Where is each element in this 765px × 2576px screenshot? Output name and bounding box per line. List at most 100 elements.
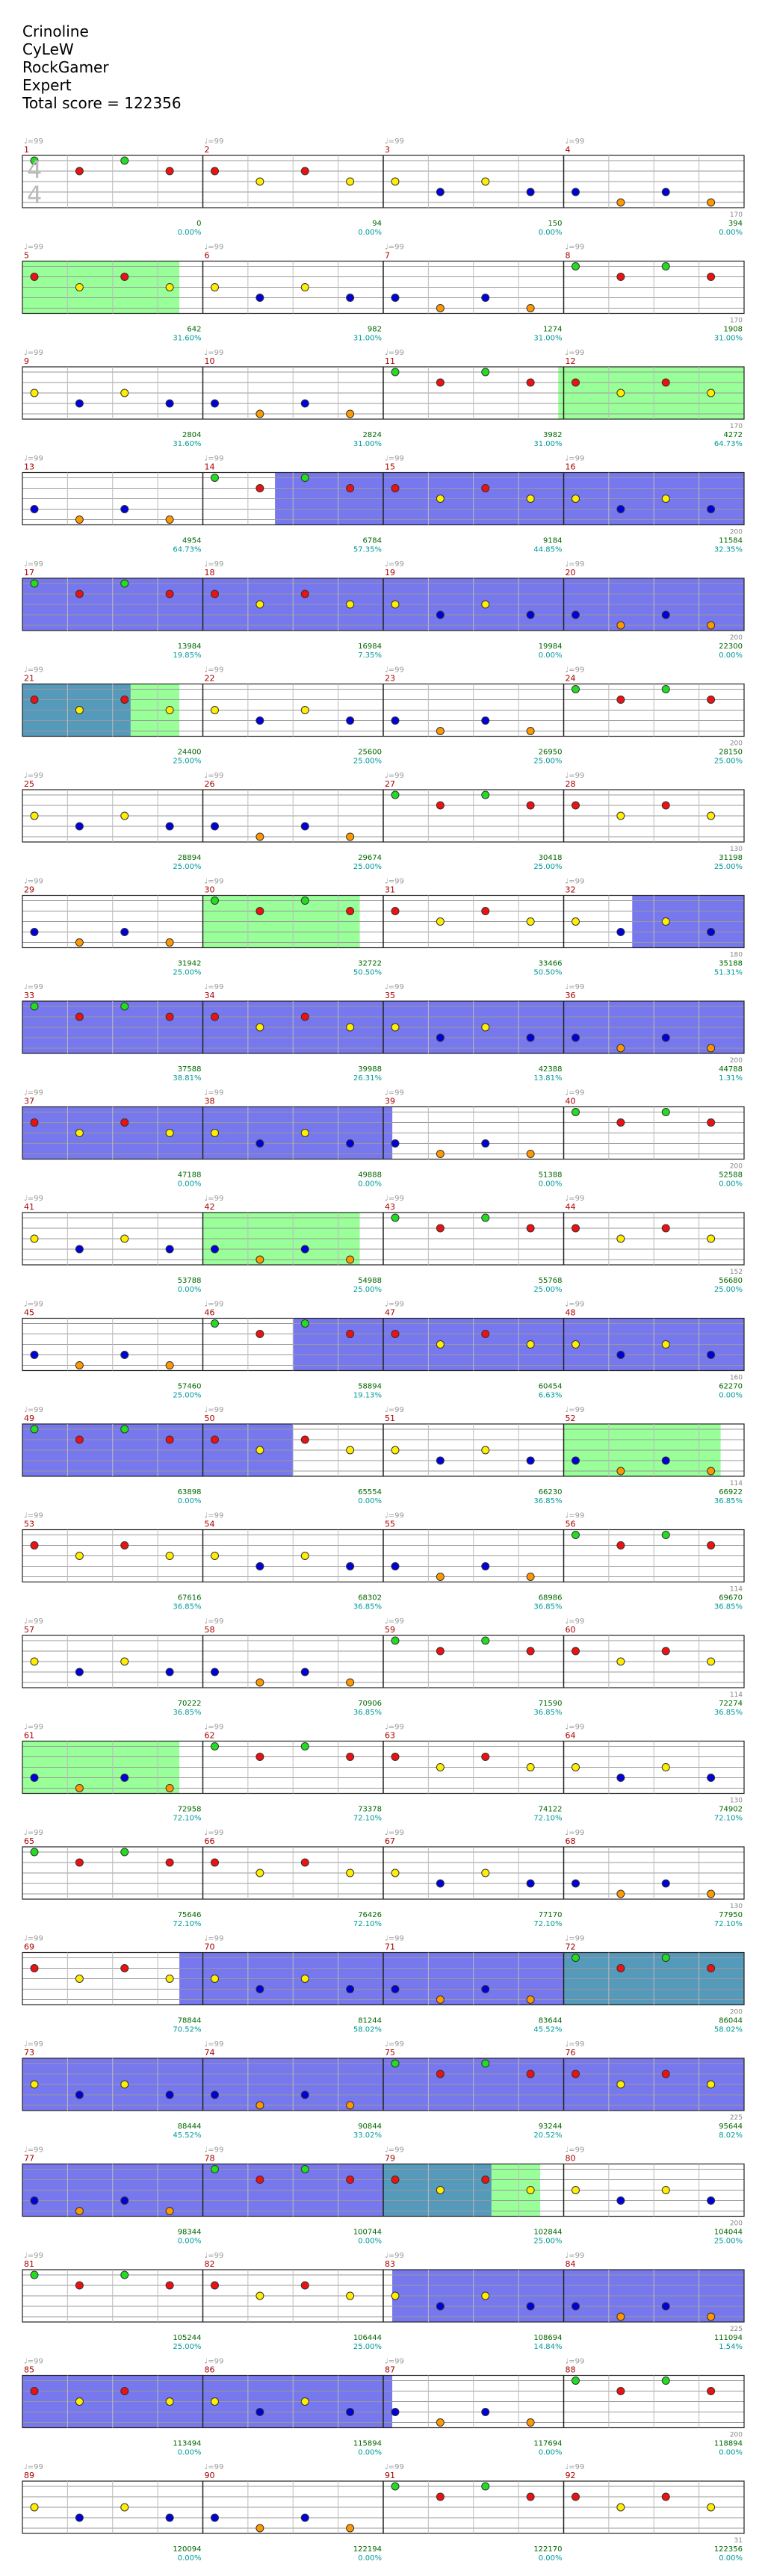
measure-score: 54988 [358,1277,382,1285]
note-gem [707,388,716,397]
measure-score: 4954 [182,537,201,545]
measure-score: 93244 [539,2123,563,2131]
note-gem [165,167,174,176]
tempo-marker: ♩=99 [24,1406,43,1414]
measure-score: 982 [368,326,382,334]
sp-percent: 36.85% [173,1603,201,1611]
note-gem [75,167,84,176]
note-gem [120,1848,129,1857]
sp-percent: 72.10% [173,1815,201,1823]
sp-percent: 19.85% [173,651,201,660]
note-gem [211,1975,219,1983]
measure-number: 43 [385,1202,395,1212]
note-gem [661,1108,670,1116]
measure-number: 32 [566,885,576,895]
measure-number: 19 [385,568,395,578]
note-gem [346,1446,355,1455]
measure-score: 71590 [539,1700,563,1708]
measure-score: 74902 [719,1806,743,1814]
sp-percent: 0.00% [178,1286,202,1294]
note-gem [346,294,355,302]
measure-number: 49 [24,1414,34,1423]
note-gem [616,1774,625,1782]
tempo-marker: ♩=99 [24,983,43,991]
note-gem [346,2176,355,2184]
tempo-marker: ♩=99 [385,1406,404,1414]
measure-score: 67616 [178,1594,202,1603]
note-gem [391,790,400,799]
measure-number: 52 [566,1414,576,1423]
tempo-marker: ♩=99 [566,2146,585,2155]
note-gem [30,1351,39,1359]
note-gem [481,2059,490,2068]
note-gem [165,2513,174,2522]
sp-percent: 36.85% [533,1603,562,1611]
tempo-marker: ♩=99 [24,137,43,146]
measure-score: 642 [187,326,201,334]
tempo-marker: ♩=99 [385,1617,404,1626]
note-gem [165,2397,174,2406]
note-gem [120,579,129,588]
note-gem [481,2408,490,2416]
measure-number: 61 [24,1731,34,1741]
note-gem [120,388,129,397]
measure-number: 44 [566,1202,576,1212]
sp-percent: 0.00% [358,229,382,237]
note-gem [30,579,39,588]
sp-percent: 72.10% [533,1920,562,1928]
note-gem [707,2503,716,2512]
note-gem [661,1531,670,1539]
sp-percent: 0.00% [358,1180,382,1189]
tick-label: 200 [730,634,743,642]
tempo-marker: ♩=99 [205,2252,224,2260]
note-gem [75,2090,84,2099]
tempo-marker: ♩=99 [205,1089,224,1097]
tempo-marker: ♩=99 [566,2463,585,2471]
tempo-marker: ♩=99 [24,1301,43,1309]
note-gem [120,928,129,936]
note-gem [165,2281,174,2290]
tempo-marker: ♩=99 [24,772,43,780]
sp-percent: 64.73% [714,440,743,448]
sp-percent: 31.00% [533,335,562,343]
note-gem [346,1753,355,1761]
sp-percent: 0.00% [719,1180,743,1189]
tempo-marker: ♩=99 [385,2146,404,2155]
note-gem [300,1435,309,1444]
sp-percent: 72.10% [173,1920,201,1928]
sp-percent: 0.00% [539,2449,563,2457]
note-gem [300,167,309,176]
note-gem [120,2503,129,2512]
note-gem [526,1224,535,1233]
note-gem [707,273,716,281]
measure-number: 5 [24,251,29,261]
note-gem [30,1657,39,1666]
note-gem [616,696,625,704]
note-gem [255,907,264,915]
tempo-marker: ♩=99 [205,2146,224,2155]
note-gem [255,1139,264,1148]
note-gem [211,1012,219,1021]
note-gem [661,2492,670,2501]
tempo-marker: ♩=99 [566,1724,585,1732]
measure-score: 70906 [358,1700,382,1708]
note-gem [346,1985,355,1993]
note-gem [481,1868,490,1877]
tick-label: 170 [730,318,743,325]
note-gem [165,283,174,291]
note-gem [211,897,219,905]
measure-score: 66230 [539,1488,563,1496]
note-gem [707,928,716,936]
note-gem [526,610,535,619]
note-gem [572,2186,580,2194]
measure-score: 3982 [543,431,562,439]
measure-number: 58 [205,1625,215,1635]
note-gem [572,1763,580,1771]
tick-label: 200 [730,1057,743,1065]
measure-number: 21 [24,674,34,684]
note-gem [481,907,490,915]
measure-number: 1 [24,145,29,155]
measure-score: 56680 [719,1277,743,1285]
note-gem [707,1774,716,1782]
note-gem [120,2270,129,2279]
